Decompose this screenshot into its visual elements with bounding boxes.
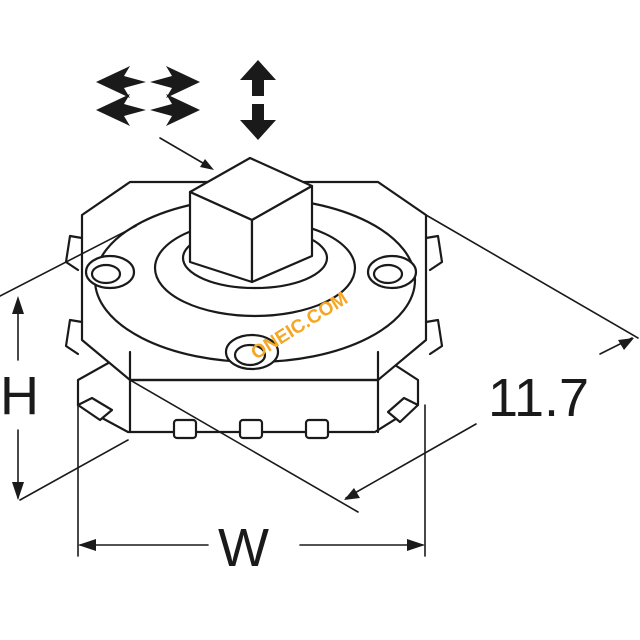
height-dimension: H [0,225,137,501]
terminal-right-upper [424,234,444,272]
mount-hole-front-inner [233,343,267,367]
front-terminal-2 [238,418,264,440]
mount-hole-right [366,254,418,290]
switch-body [64,180,444,440]
height-arrow-bottom [12,482,24,500]
diagonal-arrow-upper [618,338,634,350]
diagonal-dimension: 11.7 [129,214,639,513]
foot-left [76,396,114,422]
height-ext-bottom [19,439,129,501]
actuator-cube [188,156,314,284]
up-down-arrow-icon [240,60,276,140]
width-dimension: W [77,404,426,578]
terminal-left-lower [64,318,84,356]
cube-right [250,184,314,284]
actuator-leader-line [159,137,209,167]
width-arrow-left [78,539,96,551]
mount-hole-right-inner [372,263,404,285]
diagonal-ext-upper [425,214,639,339]
height-ext-top [0,225,137,297]
mount-hole-left-inner [90,263,122,285]
diagonal-arrow-lower [344,488,360,500]
front-terminal-3 [304,418,330,440]
height-label: H [0,366,39,426]
front-terminal-1 [172,418,198,440]
terminal-left-upper [64,234,84,272]
width-arrow-right [407,539,425,551]
four-way-diagonal-arrows-icon [96,66,200,126]
diagonal-dim-line-lower [345,423,477,499]
foot-right [386,396,420,424]
width-label: W [218,518,269,578]
mount-hole-left [84,254,136,290]
terminal-right-lower [424,318,444,356]
diagonal-ext-lower [129,379,359,513]
height-arrow-top [12,296,24,314]
actuator-leader-arrowhead [200,159,214,170]
diagonal-label: 11.7 [488,368,589,428]
